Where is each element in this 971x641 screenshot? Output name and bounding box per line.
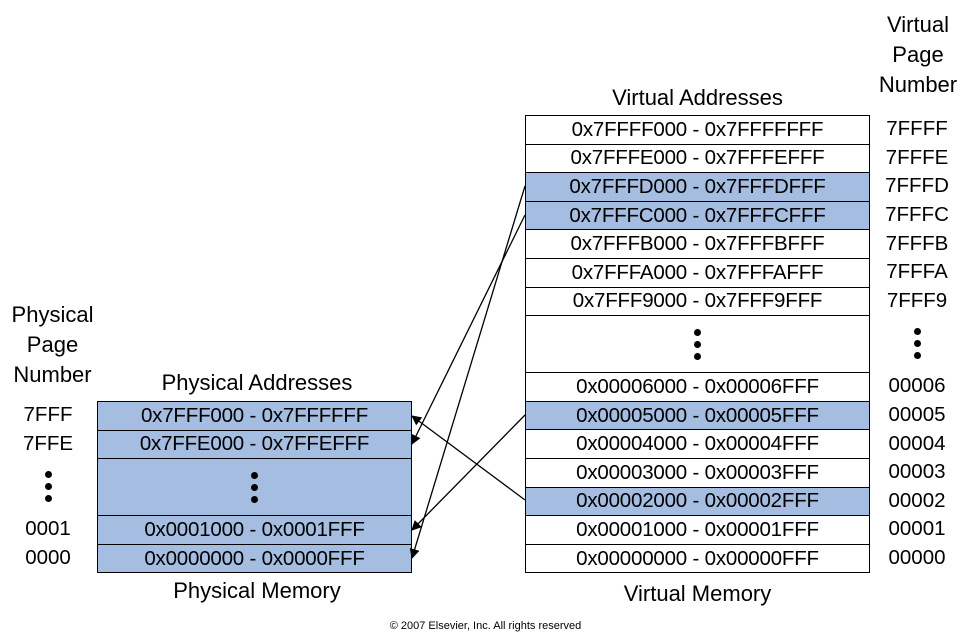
vpn-cell: 7FFFA xyxy=(886,260,948,284)
virtual-addresses-header: Virtual Addresses xyxy=(612,85,783,110)
vpn-cell: 00002 xyxy=(888,488,946,512)
virtual-row: 0x7FFFB000 - 0x7FFFBFFF xyxy=(526,230,869,259)
vpn-cell: 7FFFB xyxy=(885,231,949,255)
virtual-row: 0x7FFF9000 - 0x7FFF9FFF xyxy=(526,288,869,317)
virtual-row: 0x00000000 - 0x00000FFF xyxy=(526,545,869,574)
vpn-cell: 00005 xyxy=(888,403,946,427)
physical-memory-label: Physical Memory xyxy=(173,578,341,603)
virtual-page-number-header: Virtual Page Number xyxy=(868,10,968,100)
virtual-row: 0x7FFFF000 - 0x7FFFFFFF xyxy=(526,116,869,145)
mapping-arrow xyxy=(411,214,526,445)
mapping-arrow xyxy=(409,185,526,559)
physical-memory-table: 0x7FFF000 - 0x7FFFFFF 0x7FFE000 - 0x7FFE… xyxy=(97,401,412,573)
virtual-row: 0x7FFFE000 - 0x7FFFEFFF xyxy=(526,145,869,174)
vpn-cell: 00000 xyxy=(888,546,946,570)
vertical-ellipsis-icon xyxy=(913,328,921,360)
physical-row: 0x7FFF000 - 0x7FFFFFF xyxy=(98,402,411,431)
virtual-row: 0x7FFFD000 - 0x7FFFDFFF xyxy=(526,173,869,202)
vpn-cell: 7FFFC xyxy=(885,203,949,227)
virtual-row: 0x00005000 - 0x00005FFF xyxy=(526,401,869,431)
copyright-text: © 2007 Elsevier, Inc. All rights reserve… xyxy=(389,620,582,632)
virtual-memory-table: 0x7FFFF000 - 0x7FFFFFFF 0x7FFFE000 - 0x7… xyxy=(525,115,870,574)
ppn-ellipsis xyxy=(8,458,88,515)
vpn-header-line: Number xyxy=(878,72,958,97)
mapping-arrow xyxy=(411,414,526,531)
vpn-header-line: Page xyxy=(892,42,944,67)
physical-page-number-column: 7FFF 7FFE 0001 0000 xyxy=(8,401,88,572)
ppn-cell: 7FFF xyxy=(23,403,73,427)
physical-addresses-header: Physical Addresses xyxy=(161,370,353,395)
ppn-cell: 0001 xyxy=(25,517,71,541)
ppn-header-line: Physical xyxy=(11,302,94,327)
virtual-memory-label: Virtual Memory xyxy=(623,581,772,606)
virtual-row: 0x7FFFC000 - 0x7FFFCFFF xyxy=(526,201,869,231)
vertical-ellipsis-icon xyxy=(694,328,701,360)
vpn-cell: 00003 xyxy=(888,460,946,484)
ppn-header-line: Number xyxy=(13,362,92,387)
physical-row: 0x7FFE000 - 0x7FFEFFF xyxy=(98,431,411,460)
vpn-cell: 7FFFF xyxy=(886,117,948,141)
virtual-row: 0x00003000 - 0x00003FFF xyxy=(526,459,869,488)
physical-ellipsis-row xyxy=(98,459,411,517)
virtual-row: 0x00004000 - 0x00004FFF xyxy=(526,430,869,459)
mapping-arrow xyxy=(411,415,526,501)
vertical-ellipsis-icon xyxy=(251,471,258,503)
ppn-header-line: Page xyxy=(26,332,79,357)
virtual-row: 0x00002000 - 0x00002FFF xyxy=(526,487,869,517)
virtual-row: 0x00006000 - 0x00006FFF xyxy=(526,373,869,402)
vpn-cell: 7FFFD xyxy=(885,174,949,198)
vpn-cell: 00004 xyxy=(888,431,946,455)
vertical-ellipsis-icon xyxy=(44,471,52,503)
vpn-ellipsis xyxy=(872,315,962,372)
ppn-cell: 0000 xyxy=(25,546,71,570)
virtual-row: 0x00001000 - 0x00001FFF xyxy=(526,516,869,545)
vpn-cell: 00001 xyxy=(888,517,946,541)
vpn-cell: 7FFF9 xyxy=(886,288,948,312)
ppn-cell: 7FFE xyxy=(22,431,74,455)
physical-row: 0x0001000 - 0x0001FFF xyxy=(98,516,411,545)
physical-row: 0x0000000 - 0x0000FFF xyxy=(144,547,365,571)
virtual-row: 0x7FFFA000 - 0x7FFFAFFF xyxy=(526,259,869,288)
virtual-page-number-column: 7FFFF 7FFFE 7FFFD 7FFFC 7FFFB 7FFFA 7FFF… xyxy=(872,115,962,572)
physical-page-number-header: Physical Page Number xyxy=(0,300,105,390)
virtual-ellipsis-row xyxy=(526,316,869,374)
vpn-cell: 00006 xyxy=(888,374,946,398)
vpn-header-line: Virtual xyxy=(887,12,949,37)
vpn-cell: 7FFFE xyxy=(885,145,949,169)
